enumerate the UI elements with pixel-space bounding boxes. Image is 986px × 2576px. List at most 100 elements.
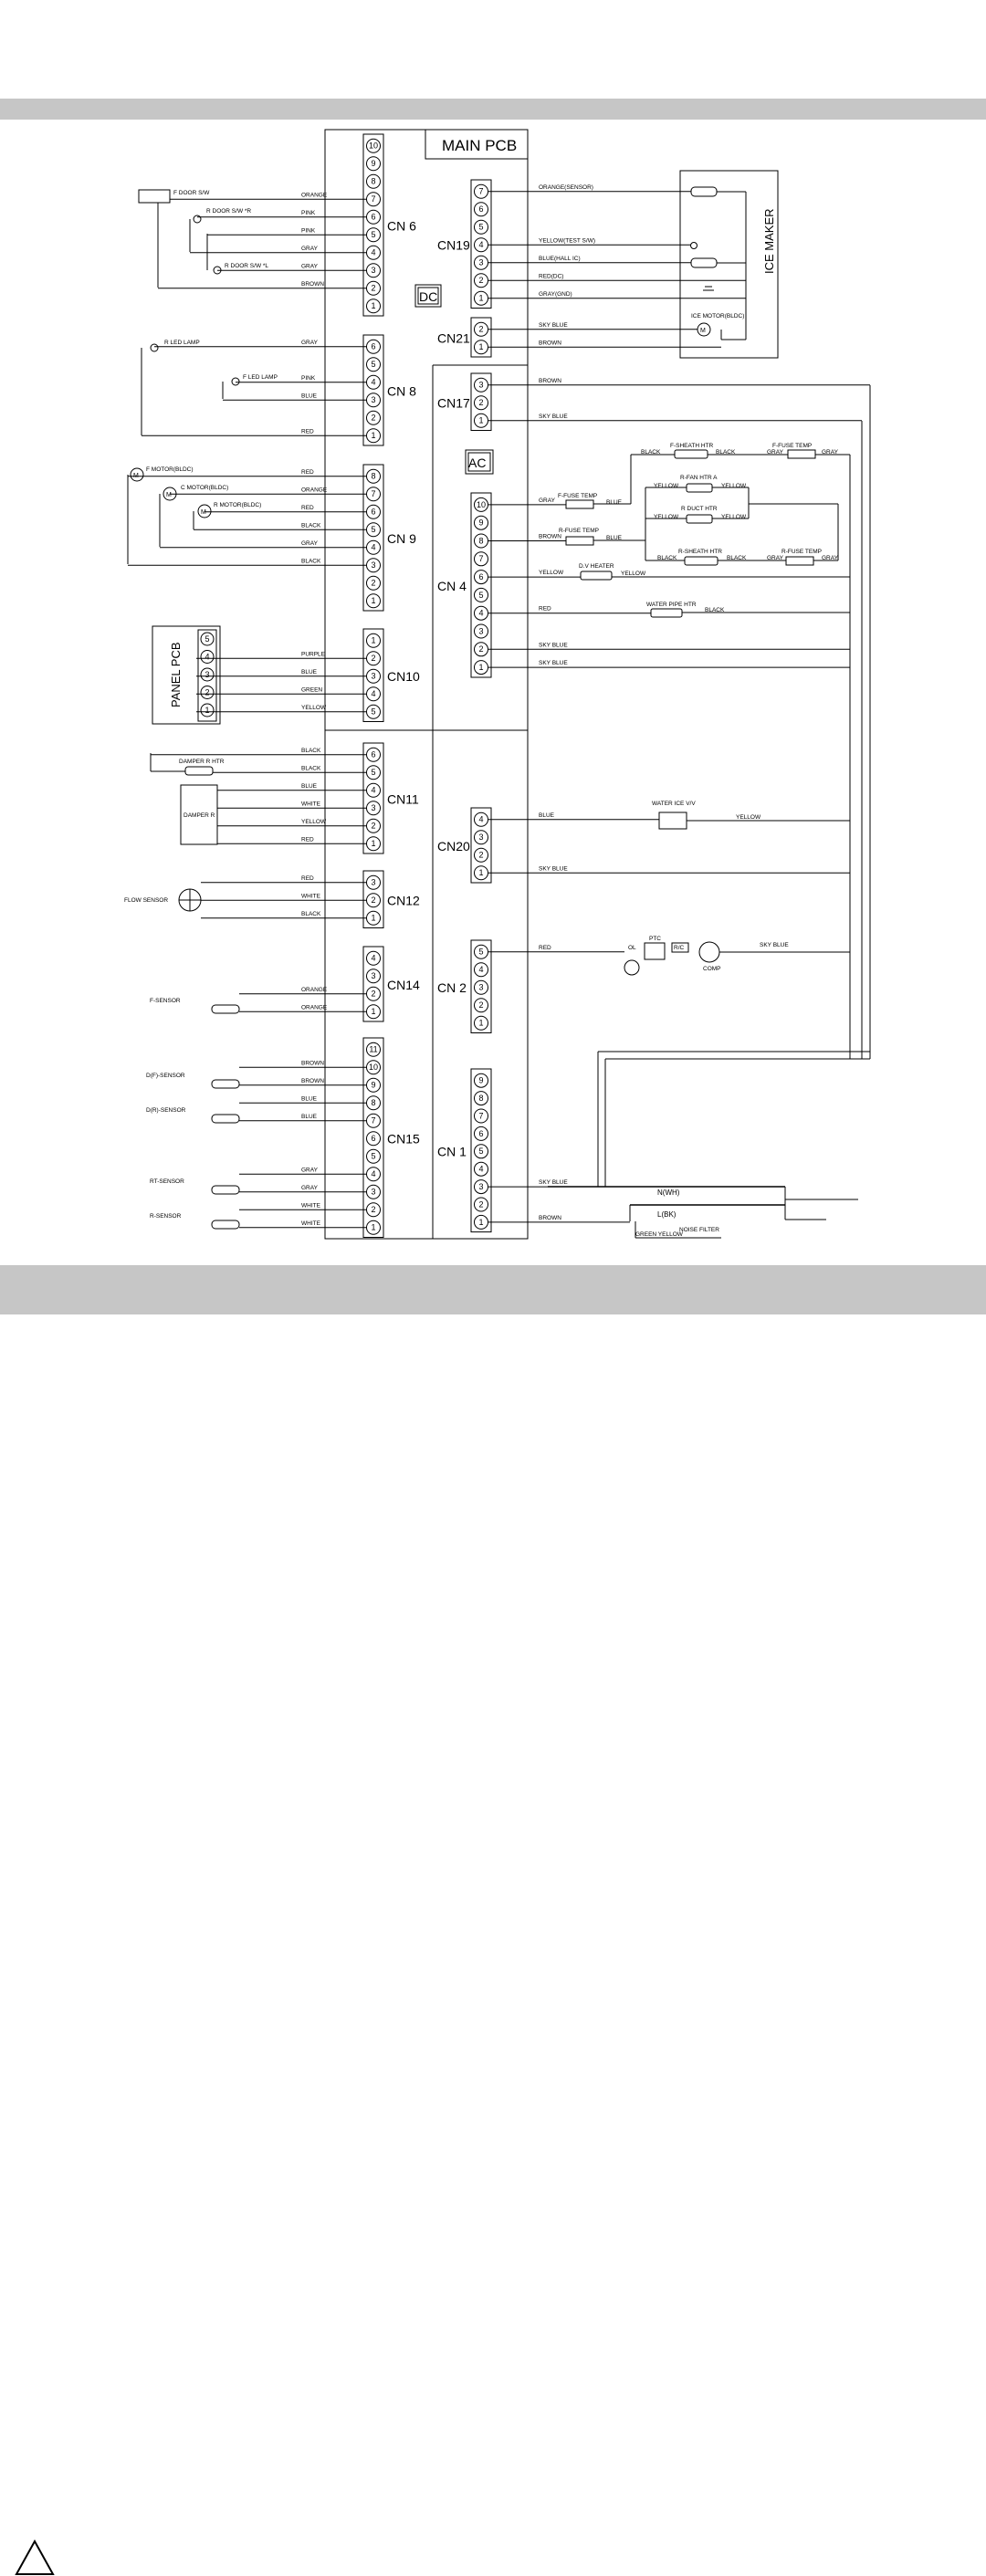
pin-number: 9 [371, 159, 375, 168]
pin-number: 3 [371, 266, 375, 275]
pin [474, 202, 488, 217]
panel-pcb-title: PANEL PCB [169, 642, 183, 707]
wire-color-label: ORANGE [301, 192, 328, 198]
pin [474, 219, 488, 235]
f-motor-label: F MOTOR(BLDC) [146, 466, 194, 473]
pin-number: 1 [371, 839, 375, 848]
pin-number: 5 [478, 223, 483, 232]
pin-number: 4 [371, 689, 375, 698]
bottom-footer-bar [0, 1265, 986, 2575]
wire-color-label: BLUE [301, 393, 318, 399]
wire-color-label: RED [301, 875, 314, 882]
pin-number: 9 [478, 518, 483, 528]
pin-number: 4 [478, 240, 483, 249]
wire-color-label: BLUE [301, 1114, 318, 1120]
panel-pin-number: 5 [205, 634, 209, 644]
wire-color-label: BROWN [301, 1078, 324, 1084]
pin [474, 183, 488, 199]
wire-color-label: BLUE [301, 1095, 318, 1102]
pin-number: 9 [371, 1081, 375, 1090]
pin-number: 6 [371, 342, 375, 351]
ground-label: GREEN YELLOW [635, 1231, 684, 1238]
pin [366, 357, 381, 372]
right-wire-labels: BLACK BLACK GRAY GRAY YELLOW YELLOW YELL… [606, 449, 839, 948]
routing-lines [127, 191, 871, 1239]
wire-color-label: GRAY(GND) [539, 291, 572, 298]
flow-sensor-label: FLOW SENSOR [124, 897, 168, 904]
right-devices: F-SHEATH HTR F-FUSE TEMP R-FAN HTR A R D… [558, 443, 822, 1238]
pin-number: 3 [478, 832, 483, 842]
pin-number: 2 [371, 579, 375, 588]
ac-label: AC [468, 456, 486, 470]
d-r-sensor-label: D(R)-SENSOR [146, 1107, 186, 1114]
panel-pin [200, 650, 215, 664]
pin-number: 7 [478, 1111, 483, 1120]
pin [474, 533, 488, 549]
wire-label: YELLOW [621, 571, 646, 577]
pin-number: 6 [371, 750, 375, 759]
pin [474, 273, 488, 288]
r-door-switch-r-label: R DOOR S/W *R [206, 208, 251, 215]
connector-label: CN 6 [387, 219, 416, 234]
svg-text:M: M [201, 509, 206, 516]
pin-number: 4 [478, 609, 483, 618]
comp-label: COMP [703, 966, 721, 972]
wire-color-label: GRAY [301, 246, 319, 252]
pin-number: 8 [478, 536, 483, 545]
pin [474, 1197, 488, 1212]
wire-color-label: GRAY [301, 1167, 319, 1173]
pin-number: 5 [478, 948, 483, 957]
c-motor-label: C MOTOR(BLDC) [181, 485, 228, 491]
pin-number: 1 [478, 294, 483, 303]
r-fuse-temp-label: R-FUSE TEMP [559, 528, 599, 534]
pin [474, 255, 488, 270]
pin-number: 5 [478, 591, 483, 600]
pin-number: 5 [371, 525, 375, 534]
pin-number: 2 [478, 851, 483, 860]
panel-pin-number: 4 [205, 652, 209, 661]
pin [474, 377, 488, 393]
ice-maker-title: ICE MAKER [762, 208, 776, 274]
wire-color-label: SKY BLUE [539, 414, 568, 420]
pin [474, 605, 488, 621]
pin-number: 8 [478, 1094, 483, 1103]
pin [366, 950, 381, 966]
pin-number: 4 [478, 965, 483, 974]
pin-number: 9 [478, 1076, 483, 1085]
pin-number: 3 [371, 560, 375, 570]
main-pcb-title: MAIN PCB [442, 137, 517, 154]
connector-label: CN14 [387, 978, 420, 992]
wire-color-label: PURPLE [301, 651, 326, 657]
pin-number: 10 [369, 141, 378, 151]
wire-label: BLACK [657, 555, 677, 561]
pin-number: 8 [371, 472, 375, 481]
wire-color-label: RED [301, 469, 314, 476]
pin [366, 298, 381, 314]
pin [366, 173, 381, 189]
pin [474, 570, 488, 585]
wire-label: YELLOW [721, 483, 747, 489]
pin [474, 290, 488, 306]
pin-number: 1 [371, 301, 375, 310]
pin-number: 8 [371, 1098, 375, 1107]
wire-color-label: ORANGE(SENSOR) [539, 184, 593, 191]
pin-number: 2 [478, 1199, 483, 1209]
pin-number: 4 [371, 1169, 375, 1178]
wire-label: SKY BLUE [760, 942, 789, 948]
wire-color-label: BLACK [301, 748, 321, 754]
olp-label: OL [628, 945, 636, 951]
pin [474, 812, 488, 827]
noise-filter-label: NOISE FILTER [679, 1227, 719, 1233]
wire-color-label: WHITE [301, 1202, 321, 1209]
pin [474, 1091, 488, 1106]
pin-number: 7 [371, 1116, 375, 1126]
